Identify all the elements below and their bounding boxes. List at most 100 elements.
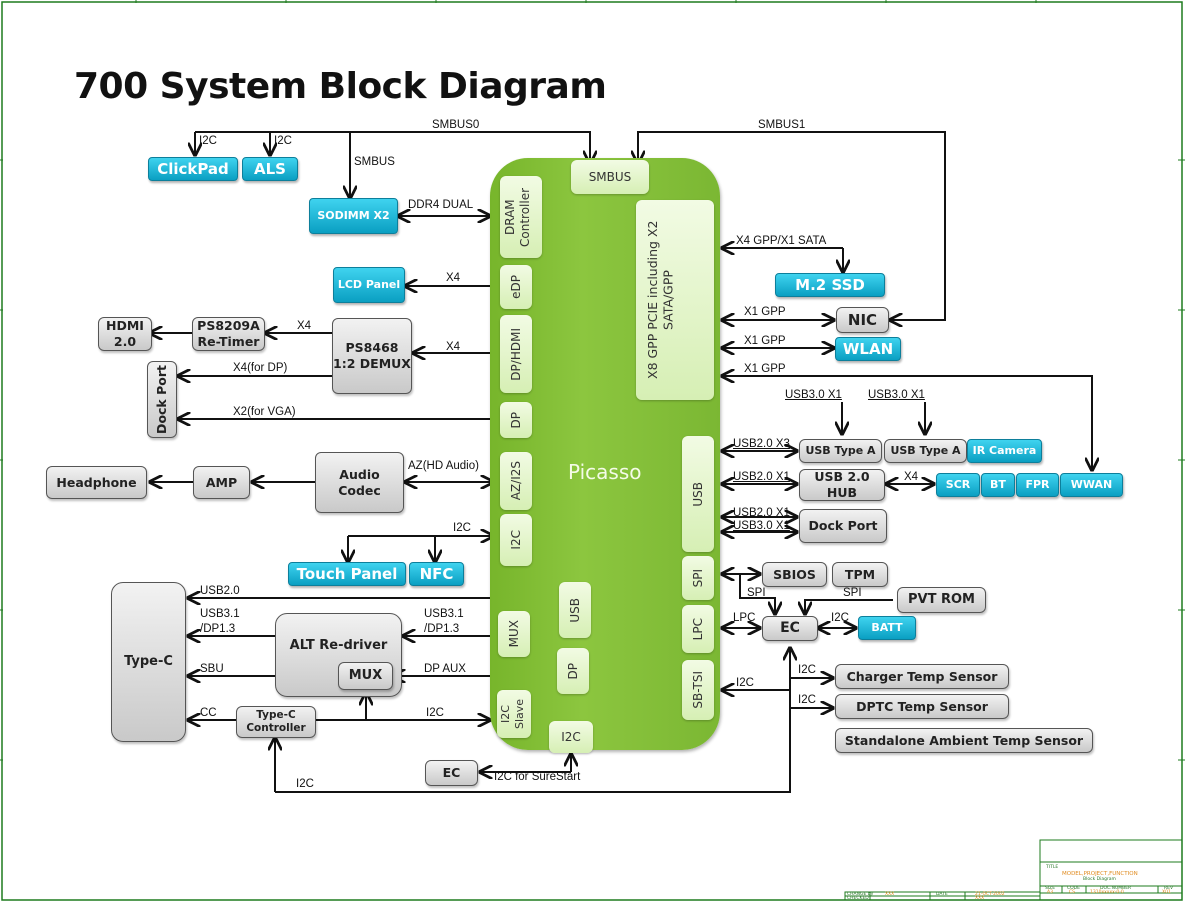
page-title: 700 System Block Diagram	[74, 66, 607, 107]
block-m2-ssd: M.2 SSD	[775, 273, 885, 297]
block-dock-port-right: Dock Port	[799, 509, 887, 543]
label-usb20: USB2.0	[200, 585, 240, 597]
block-fpr: FPR	[1016, 473, 1059, 497]
label-x1gpp-wlan: X1 GPP	[744, 335, 786, 347]
block-mux: MUX	[338, 662, 393, 690]
label-i2c-batt: I2C	[831, 612, 849, 624]
tb-size: A3	[1047, 890, 1053, 895]
block-charger-temp-sensor: Charger Temp Sensor	[835, 664, 1009, 689]
block-pvt-rom: PVT ROM	[897, 587, 986, 613]
label-usb30-a2: USB3.0 X1	[868, 389, 925, 401]
label-i2c-als: I2C	[274, 135, 292, 147]
block-nfc: NFC	[409, 562, 464, 586]
block-dock-port-left: Dock Port	[147, 361, 177, 438]
block-scr: SCR	[936, 473, 980, 497]
block-wwan: WWAN	[1060, 473, 1123, 497]
port-usb: USB	[682, 436, 714, 552]
tb-model: MODEL,PROJECT,FUNCTION	[1062, 871, 1138, 877]
port-dp-hdmi: DP/HDMI	[500, 315, 532, 393]
block-batt: BATT	[858, 616, 916, 640]
block-hdmi: HDMI 2.0	[98, 317, 152, 351]
label-x4-retimer: X4	[297, 320, 312, 332]
label-usb31-right: USB3.1	[424, 608, 464, 620]
block-sbios: SBIOS	[762, 562, 827, 587]
port-usb-inner: USB	[559, 582, 591, 638]
block-dptc-temp-sensor: DPTC Temp Sensor	[835, 694, 1009, 719]
label-cc: CC	[200, 707, 217, 719]
label-dp13-left: /DP1.3	[200, 623, 236, 635]
tb-doc-number: 1310xxxxx-0-0	[1090, 890, 1124, 895]
tb-changed-by: XXX	[885, 892, 895, 897]
label-usb20x1-dock: USB2.0 X1	[733, 507, 790, 519]
block-clickpad: ClickPad	[148, 157, 238, 181]
tb-title-label: TITLE	[1046, 865, 1059, 870]
label-ddr4: DDR4 DUAL	[408, 199, 474, 211]
label-x1gpp-wwan: X1 GPP	[744, 363, 786, 375]
tb-checked: XXX	[975, 896, 985, 901]
tb-changed-label: CHANGE by	[847, 892, 874, 897]
tb-function: Block Diagram	[1083, 877, 1116, 882]
port-pcie: X8 GPP PCIE including X2 SATA/GPP	[636, 200, 714, 400]
port-i2c-bottom: I2C	[549, 721, 593, 753]
label-usb20x3: USB2.0 X3	[733, 438, 790, 450]
label-smbus0: SMBUS0	[432, 119, 480, 131]
tb-size-label: SIZE	[1045, 886, 1056, 891]
block-demux: PS8468 1:2 DEMUX	[332, 318, 412, 394]
block-lcd-panel: LCD Panel	[333, 267, 405, 303]
tb-checked-label: CHECKED	[847, 896, 869, 901]
block-type-c-controller: Type-C Controller	[236, 706, 316, 738]
label-i2c-bottom: I2C	[296, 778, 314, 790]
label-i2c-surestart: I2C for SureStart	[494, 771, 581, 783]
label-x2-vga: X2(for VGA)	[233, 406, 296, 418]
port-dp-inner: DP	[557, 648, 589, 694]
tb-date: 21-OCT-2002	[975, 892, 1005, 897]
tb-doc-label: DOC.NUMBER	[1100, 886, 1132, 891]
label-x4-dp: X4(for DP)	[233, 362, 288, 374]
port-smbus: SMBUS	[571, 160, 649, 194]
label-i2c-clickpad: I2C	[199, 135, 217, 147]
block-retimer: PS8209A Re-Timer	[192, 317, 265, 351]
label-x4gpp-sata: X4 GPP/X1 SATA	[736, 235, 827, 247]
label-x4-hub: X4	[904, 471, 919, 483]
label-usb31-left: USB3.1	[200, 608, 240, 620]
block-ec: EC	[762, 616, 818, 641]
label-i2c-controller: I2C	[426, 707, 444, 719]
label-spi-ec: SPI	[747, 587, 766, 599]
block-nic: NIC	[836, 307, 889, 333]
label-dp-aux: DP AUX	[424, 663, 466, 675]
label-lpc: LPC	[733, 612, 756, 624]
block-usb-hub: USB 2.0 HUB	[799, 469, 885, 501]
label-usb30x1-dock: USB3.0 X1	[733, 520, 790, 532]
port-edp: eDP	[500, 265, 532, 309]
block-amp: AMP	[193, 466, 250, 499]
block-ambient-temp-sensor: Standalone Ambient Temp Sensor	[835, 728, 1093, 753]
block-wlan: WLAN	[835, 337, 901, 361]
tb-date-label: DATE	[936, 892, 948, 897]
port-dp: DP	[500, 402, 532, 438]
soc-name: Picasso	[568, 460, 642, 484]
label-usb20x1-hub: USB2.0 X1	[733, 471, 790, 483]
block-usb-type-a-2: USB Type A	[884, 439, 967, 463]
label-x1gpp-nic: X1 GPP	[744, 306, 786, 318]
label-x4-lcd: X4	[446, 272, 461, 284]
block-bt: BT	[981, 473, 1015, 497]
block-als: ALS	[242, 157, 298, 181]
label-i2c-charger: I2C	[798, 664, 816, 676]
label-x4-demux: X4	[446, 341, 461, 353]
label-i2c-touch: I2C	[453, 522, 471, 534]
label-dp13-right: /DP1.3	[424, 623, 460, 635]
label-spi-pvt: SPI	[843, 587, 862, 599]
port-spi: SPI	[682, 556, 714, 600]
port-mux: MUX	[498, 611, 530, 657]
port-az-i2s: AZ/I2S	[500, 452, 532, 510]
label-i2c-sbtsi: I2C	[736, 677, 754, 689]
block-usb-type-a-1: USB Type A	[799, 439, 882, 463]
label-i2c-dptc: I2C	[798, 694, 816, 706]
block-touch-panel: Touch Panel	[288, 562, 406, 586]
label-sbu: SBU	[200, 663, 224, 675]
label-az: AZ(HD Audio)	[408, 460, 479, 472]
block-tpm: TPM	[832, 562, 888, 587]
block-ir-camera: IR Camera	[967, 439, 1042, 463]
